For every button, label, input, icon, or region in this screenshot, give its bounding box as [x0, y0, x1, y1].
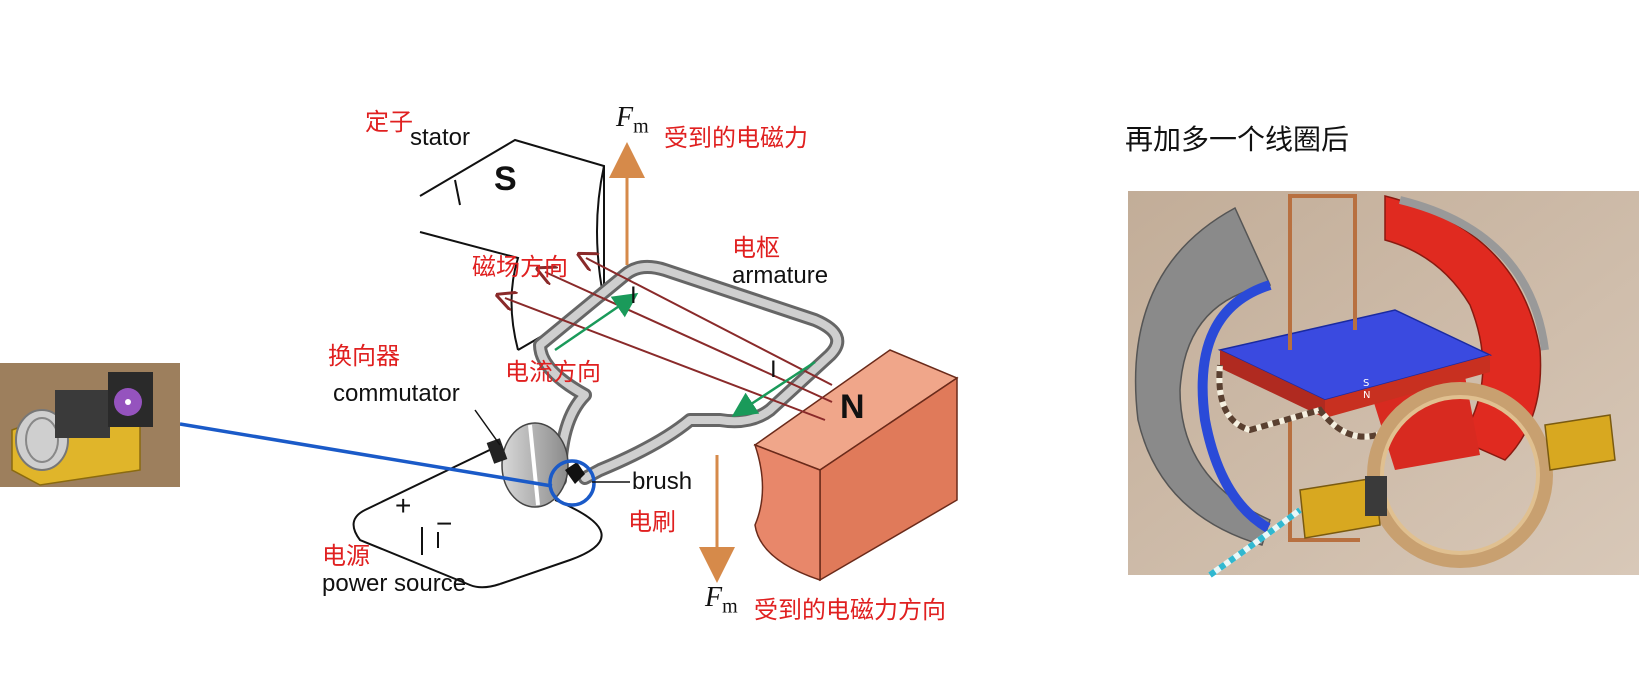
slab-s-label: S [1363, 378, 1370, 389]
current-direction-label: 电流方向 [505, 358, 601, 386]
field-lines [505, 258, 833, 421]
field-direction-label: 磁场方向 [472, 253, 568, 281]
current-arrow-2 [731, 360, 816, 417]
two-coil-motor-image [1128, 191, 1639, 578]
force-bottom-label: 受到的电磁力方向 [754, 596, 946, 624]
right-panel-title: 再加多一个线圈后 [1125, 123, 1350, 156]
pole-s-label: S [494, 160, 517, 198]
copper-coil-top [1288, 194, 1357, 350]
current-arrow-1 [554, 292, 639, 352]
force-arrows [609, 142, 735, 583]
armature-label-cn: 电枢 [732, 234, 780, 262]
field-line-2 [545, 272, 833, 403]
battery-plus: + [395, 490, 412, 521]
right-brush-right [1544, 414, 1616, 471]
force-top-symbol: Fm [616, 102, 649, 139]
brush-label-cn: 电刷 [628, 508, 676, 536]
brush-label-en: brush [632, 468, 693, 495]
force-subscript-bottom: m [722, 595, 738, 618]
left-magnet-blue-face [1197, 280, 1272, 533]
brush-pointer-line [179, 422, 553, 488]
armature-label-en: armature [732, 262, 829, 289]
field-line-1 [586, 258, 833, 386]
force-symbol-bottom: F [705, 582, 723, 613]
power-label-cn: 电源 [322, 542, 370, 570]
current-symbol-1: I [630, 282, 637, 309]
slab-n-label: N [1363, 390, 1371, 401]
stator-label-en: stator [410, 124, 471, 151]
field-line-3 [505, 298, 826, 421]
armature-coil [533, 259, 845, 487]
commutator-label-cn: 换向器 [328, 342, 400, 370]
power-circuit [352, 444, 603, 589]
brush-graphic [548, 459, 630, 507]
commutator-label-en: commutator [333, 380, 460, 407]
right-brush-left [1299, 477, 1381, 539]
brush-highlight-circle [548, 459, 596, 507]
force-bottom-symbol: Fm [705, 582, 738, 619]
stator-n-block [753, 349, 959, 582]
current-arrows [554, 292, 816, 417]
pole-n-label: N [840, 388, 865, 426]
force-symbol: F [616, 102, 634, 133]
left-magnet-shell [1134, 206, 1272, 546]
commutator-ring [1367, 382, 1553, 568]
battery-minus: − [436, 508, 453, 539]
brush-photo [0, 363, 180, 487]
stator-label-cn: 定子 [365, 108, 413, 136]
force-top-label: 受到的电磁力 [664, 124, 808, 152]
power-label-en: power source [322, 570, 467, 597]
current-symbol-2: I [770, 356, 777, 383]
force-subscript: m [633, 115, 649, 138]
